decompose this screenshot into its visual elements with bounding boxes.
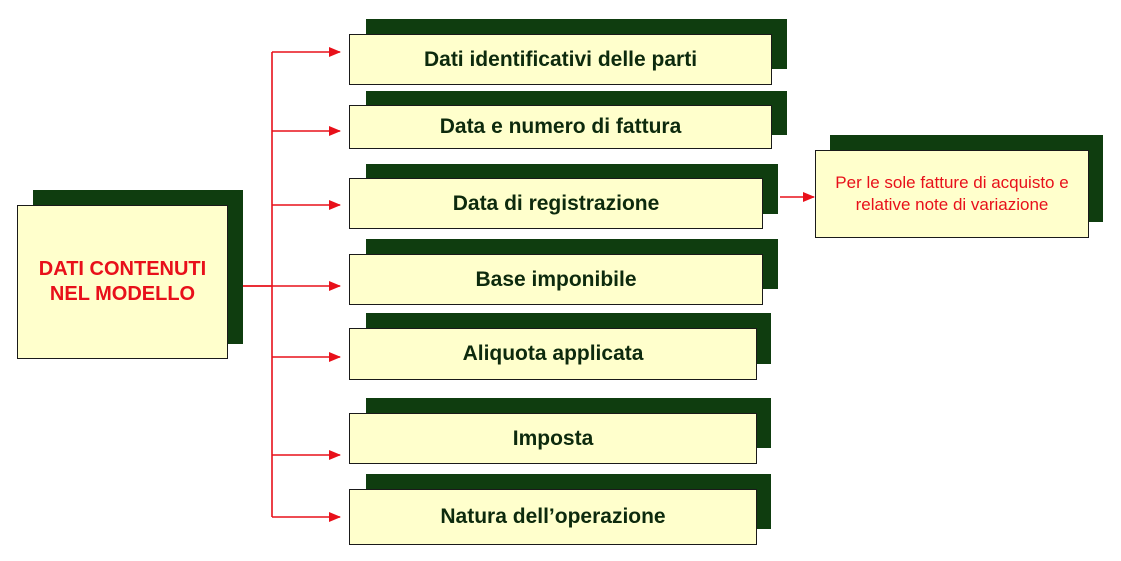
item-label: Data di registrazione (452, 191, 660, 215)
item-box-5: Aliquota applicata (349, 328, 757, 380)
note-label: Per le sole fatture di acquisto e relati… (835, 173, 1069, 214)
item-label: Aliquota applicata (462, 342, 644, 365)
item-label: Data e numero di fattura (439, 115, 682, 138)
item-box-3: Data di registrazione (349, 178, 763, 229)
main-box: DATI CONTENUTI NEL MODELLO (17, 205, 228, 359)
item-label: Natura dell’operazione (440, 505, 666, 528)
item-label: Base imponibile (475, 267, 637, 291)
item-box-1: Dati identificativi delle parti (349, 34, 772, 85)
note-box: Per le sole fatture di acquisto e relati… (815, 150, 1089, 238)
item-label: Imposta (512, 426, 594, 450)
item-box-7: Natura dell’operazione (349, 489, 757, 545)
main-box-label: DATI CONTENUTI NEL MODELLO (38, 258, 207, 305)
item-box-2: Data e numero di fattura (349, 105, 772, 149)
item-label: Dati identificativi delle parti (423, 47, 698, 71)
item-box-4: Base imponibile (349, 254, 763, 305)
item-box-6: Imposta (349, 413, 757, 464)
